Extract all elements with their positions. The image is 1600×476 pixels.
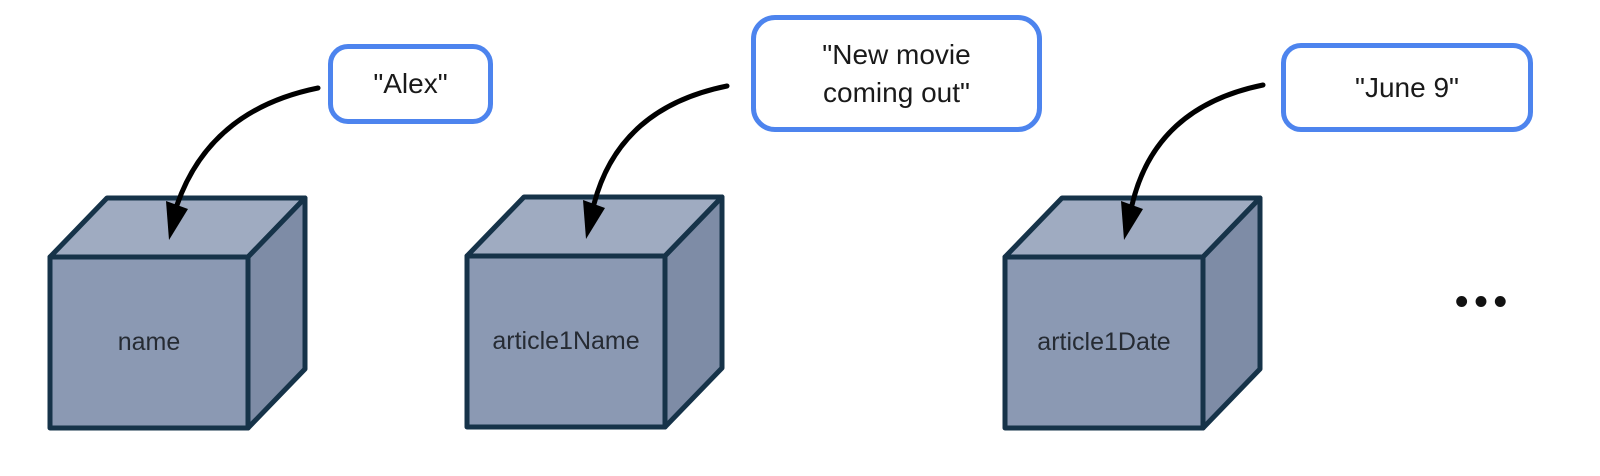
bubble-value-text: "New movie coming out"	[822, 38, 971, 108]
arrow-shaft	[174, 85, 321, 208]
arrow-alex-to-name	[166, 85, 321, 240]
arrowhead-icon	[583, 200, 605, 239]
cube-article1date	[1002, 195, 1263, 431]
value-bubble-article1date: "June 9"	[1281, 43, 1533, 132]
cube-name	[47, 195, 308, 431]
cube-front-face	[1002, 254, 1206, 431]
cube-article1name	[464, 194, 725, 430]
value-bubble-article1name: "New movie coming out"	[751, 15, 1042, 132]
arrow-june-to-article1date	[1121, 82, 1266, 240]
cube-front-face	[47, 254, 251, 431]
bubble-value-text: "Alex"	[373, 68, 448, 100]
value-bubble-name: "Alex"	[328, 44, 493, 124]
cube-front-face	[464, 253, 668, 430]
bubble-value-text: "June 9"	[1355, 71, 1459, 103]
arrow-shaft	[1129, 82, 1266, 208]
arrowhead-icon	[166, 201, 188, 240]
arrow-shaft	[591, 83, 730, 207]
arrowhead-icon	[1121, 201, 1143, 240]
arrow-movie-to-article1name	[583, 83, 730, 239]
ellipsis-icon: •••	[1455, 281, 1513, 323]
